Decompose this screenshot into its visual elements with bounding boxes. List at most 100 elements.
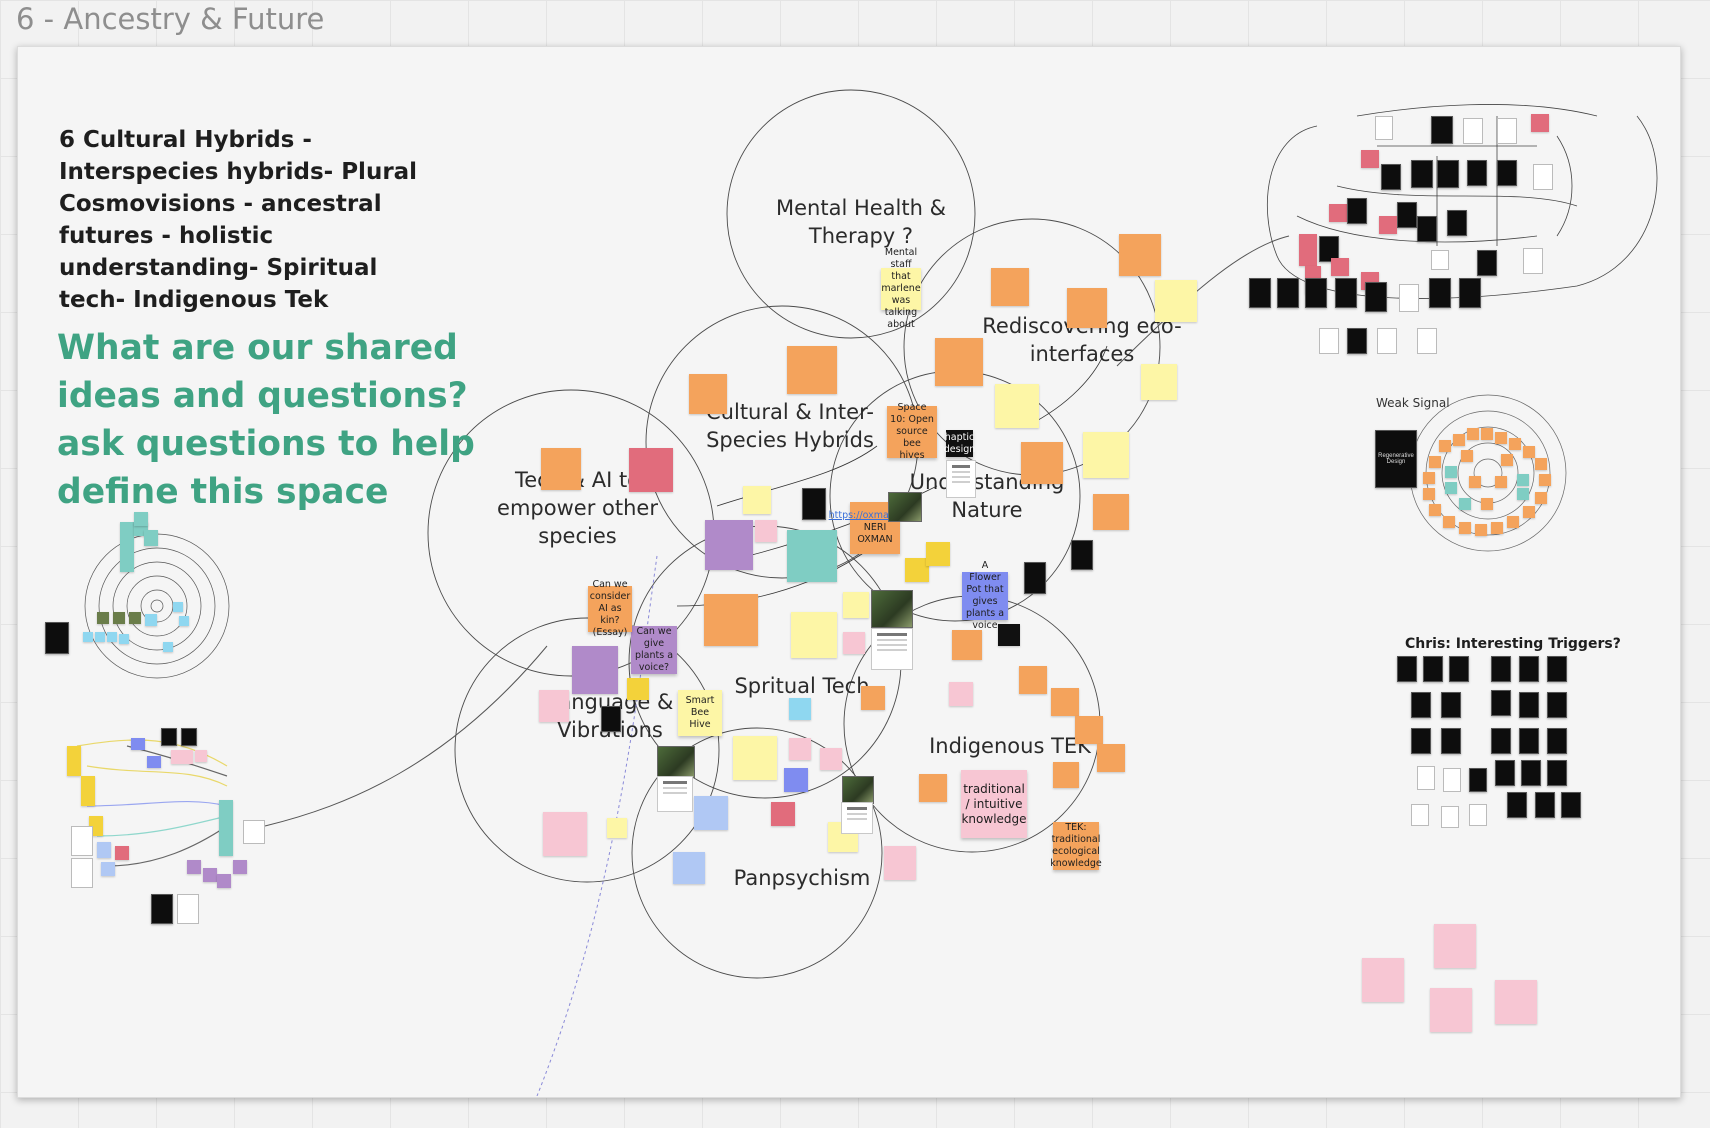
label-cultural-hybrids[interactable]: Cultural & Inter-Species Hybrids	[706, 400, 874, 452]
sticky-note[interactable]	[919, 774, 947, 802]
label-spiritual-tech[interactable]: Spritual Tech	[734, 674, 870, 698]
image-thumbnail[interactable]	[842, 776, 874, 804]
network-cluster	[61, 728, 265, 924]
sticky-note[interactable]	[1141, 364, 1177, 400]
neri-name: NERI OXMAN	[857, 522, 893, 545]
sticky-note[interactable]	[998, 624, 1020, 646]
sticky-note[interactable]	[627, 678, 649, 700]
sticky-note[interactable]	[787, 346, 837, 394]
card-thumbnail[interactable]	[802, 488, 826, 520]
note-flower-pot[interactable]: A Flower Pot that gives plants a voice	[962, 560, 1008, 631]
sticky-note[interactable]	[629, 448, 673, 492]
sticky-note[interactable]	[935, 338, 983, 386]
document-thumbnail[interactable]	[841, 802, 873, 834]
sticky-note[interactable]	[995, 384, 1039, 428]
document-thumbnail[interactable]	[946, 460, 976, 498]
teal-block[interactable]	[120, 522, 134, 572]
weak-signal-label: Weak Signal	[1376, 396, 1450, 410]
sticky-note[interactable]	[952, 630, 982, 660]
card-thumbnail[interactable]	[1071, 540, 1093, 570]
label-eco-interfaces[interactable]: Rediscovering eco-interfaces	[982, 314, 1182, 366]
sticky-note[interactable]	[789, 738, 811, 760]
sticky-note[interactable]	[1019, 666, 1047, 694]
label-indigenous-tek[interactable]: Indigenous TEK	[929, 734, 1091, 758]
sticky-note[interactable]	[949, 682, 973, 706]
sticky-note[interactable]	[791, 612, 837, 658]
bullseye-notes	[83, 602, 193, 652]
sticky-note[interactable]	[771, 802, 795, 826]
note-space10[interactable]: Space 10: Open source bee hives	[887, 402, 937, 461]
sticky-note[interactable]	[607, 818, 627, 838]
sticky-note[interactable]	[572, 646, 618, 694]
label-tech-ai[interactable]: Tech & AI to empower other species	[497, 468, 658, 548]
canvas-layer: 6 Cultural Hybrids - Interspecies hybrid…	[17, 46, 1679, 1096]
guiding-question[interactable]: What are our shared ideas and questions?…	[57, 328, 475, 512]
note-smart-bee[interactable]: Smart Bee Hive	[678, 690, 722, 736]
sticky-note[interactable]	[694, 796, 728, 830]
sticky-note[interactable]	[689, 374, 727, 414]
sticky-note[interactable]	[843, 592, 869, 618]
sticky-note[interactable]	[926, 542, 950, 566]
weak-signal-card[interactable]: Regenerative Design	[1375, 430, 1417, 488]
sticky-note[interactable]	[1430, 988, 1472, 1032]
note-mental-staff[interactable]: Mental staff that marlene was talking ab…	[881, 247, 921, 330]
sticky-note[interactable]	[1051, 688, 1079, 716]
sticky-note[interactable]	[539, 690, 569, 722]
trigger-cards	[1397, 656, 1617, 828]
sticky-note[interactable]	[1053, 762, 1079, 788]
sticky-note[interactable]	[905, 558, 929, 582]
sticky-note[interactable]	[1155, 280, 1197, 322]
sticky-note[interactable]	[743, 486, 771, 514]
sticky-note[interactable]	[541, 448, 581, 490]
label-panpsychism[interactable]: Panpsychism	[733, 866, 871, 890]
sticky-note[interactable]	[1434, 924, 1476, 968]
sticky-note[interactable]	[1119, 234, 1161, 276]
sticky-note[interactable]	[1097, 744, 1125, 772]
neri-link[interactable]: https://oxman.com/	[828, 510, 922, 521]
sticky-note[interactable]	[1495, 980, 1537, 1024]
document-thumbnail[interactable]	[871, 628, 913, 670]
label-mental-health[interactable]: Mental Health & Therapy ?	[776, 196, 946, 248]
sticky-note[interactable]	[1083, 432, 1129, 478]
note-ai-kin[interactable]: Can we consider AI as kin? (Essay)	[588, 579, 632, 638]
sticky-note[interactable]	[704, 594, 758, 646]
circle-panpsychism	[631, 727, 883, 979]
weak-signal-radar-notes	[1409, 418, 1569, 538]
note-haptic[interactable]: haptic design	[944, 430, 975, 457]
sticky-note[interactable]	[1075, 716, 1103, 744]
image-thumbnail[interactable]	[888, 492, 922, 522]
flow-diagram	[1249, 106, 1677, 356]
sticky-note[interactable]	[543, 812, 587, 856]
sticky-note[interactable]	[787, 530, 837, 582]
teal-block[interactable]	[134, 512, 148, 526]
sticky-note[interactable]	[861, 686, 885, 710]
sticky-note[interactable]	[820, 748, 842, 770]
sticky-note[interactable]	[991, 268, 1029, 306]
card-thumbnail[interactable]	[601, 706, 621, 732]
teal-block[interactable]	[144, 530, 158, 546]
card-thumbnail[interactable]	[45, 622, 69, 654]
card-thumbnail[interactable]	[1024, 562, 1046, 594]
sticky-note[interactable]	[789, 698, 811, 720]
sticky-note[interactable]	[843, 632, 865, 654]
sticky-note[interactable]	[733, 736, 777, 780]
image-thumbnail[interactable]	[871, 590, 913, 628]
sticky-note[interactable]	[1067, 288, 1107, 328]
image-thumbnail[interactable]	[657, 746, 695, 778]
circle-language	[454, 617, 720, 883]
sticky-note[interactable]	[1093, 494, 1129, 530]
sticky-note[interactable]	[705, 520, 753, 570]
sticky-note[interactable]	[784, 768, 808, 792]
sticky-note[interactable]	[1362, 958, 1404, 1002]
sticky-note[interactable]	[755, 520, 777, 542]
sticky-note[interactable]	[884, 846, 916, 880]
board-heading[interactable]: 6 Cultural Hybrids - Interspecies hybrid…	[59, 127, 418, 313]
sticky-note[interactable]	[673, 852, 705, 884]
note-plants-voice[interactable]: Can we give plants a voice?	[631, 626, 677, 674]
frame-title[interactable]: 6 - Ancestry & Future	[16, 2, 325, 36]
note-tek[interactable]: TEK: traditional ecological knowledge	[1050, 822, 1102, 870]
note-traditional[interactable]: traditional / intuitive knowledge	[961, 770, 1027, 838]
chris-triggers-title: Chris: Interesting Triggers?	[1405, 636, 1621, 652]
sticky-note[interactable]	[1021, 442, 1063, 484]
document-thumbnail[interactable]	[657, 776, 693, 812]
